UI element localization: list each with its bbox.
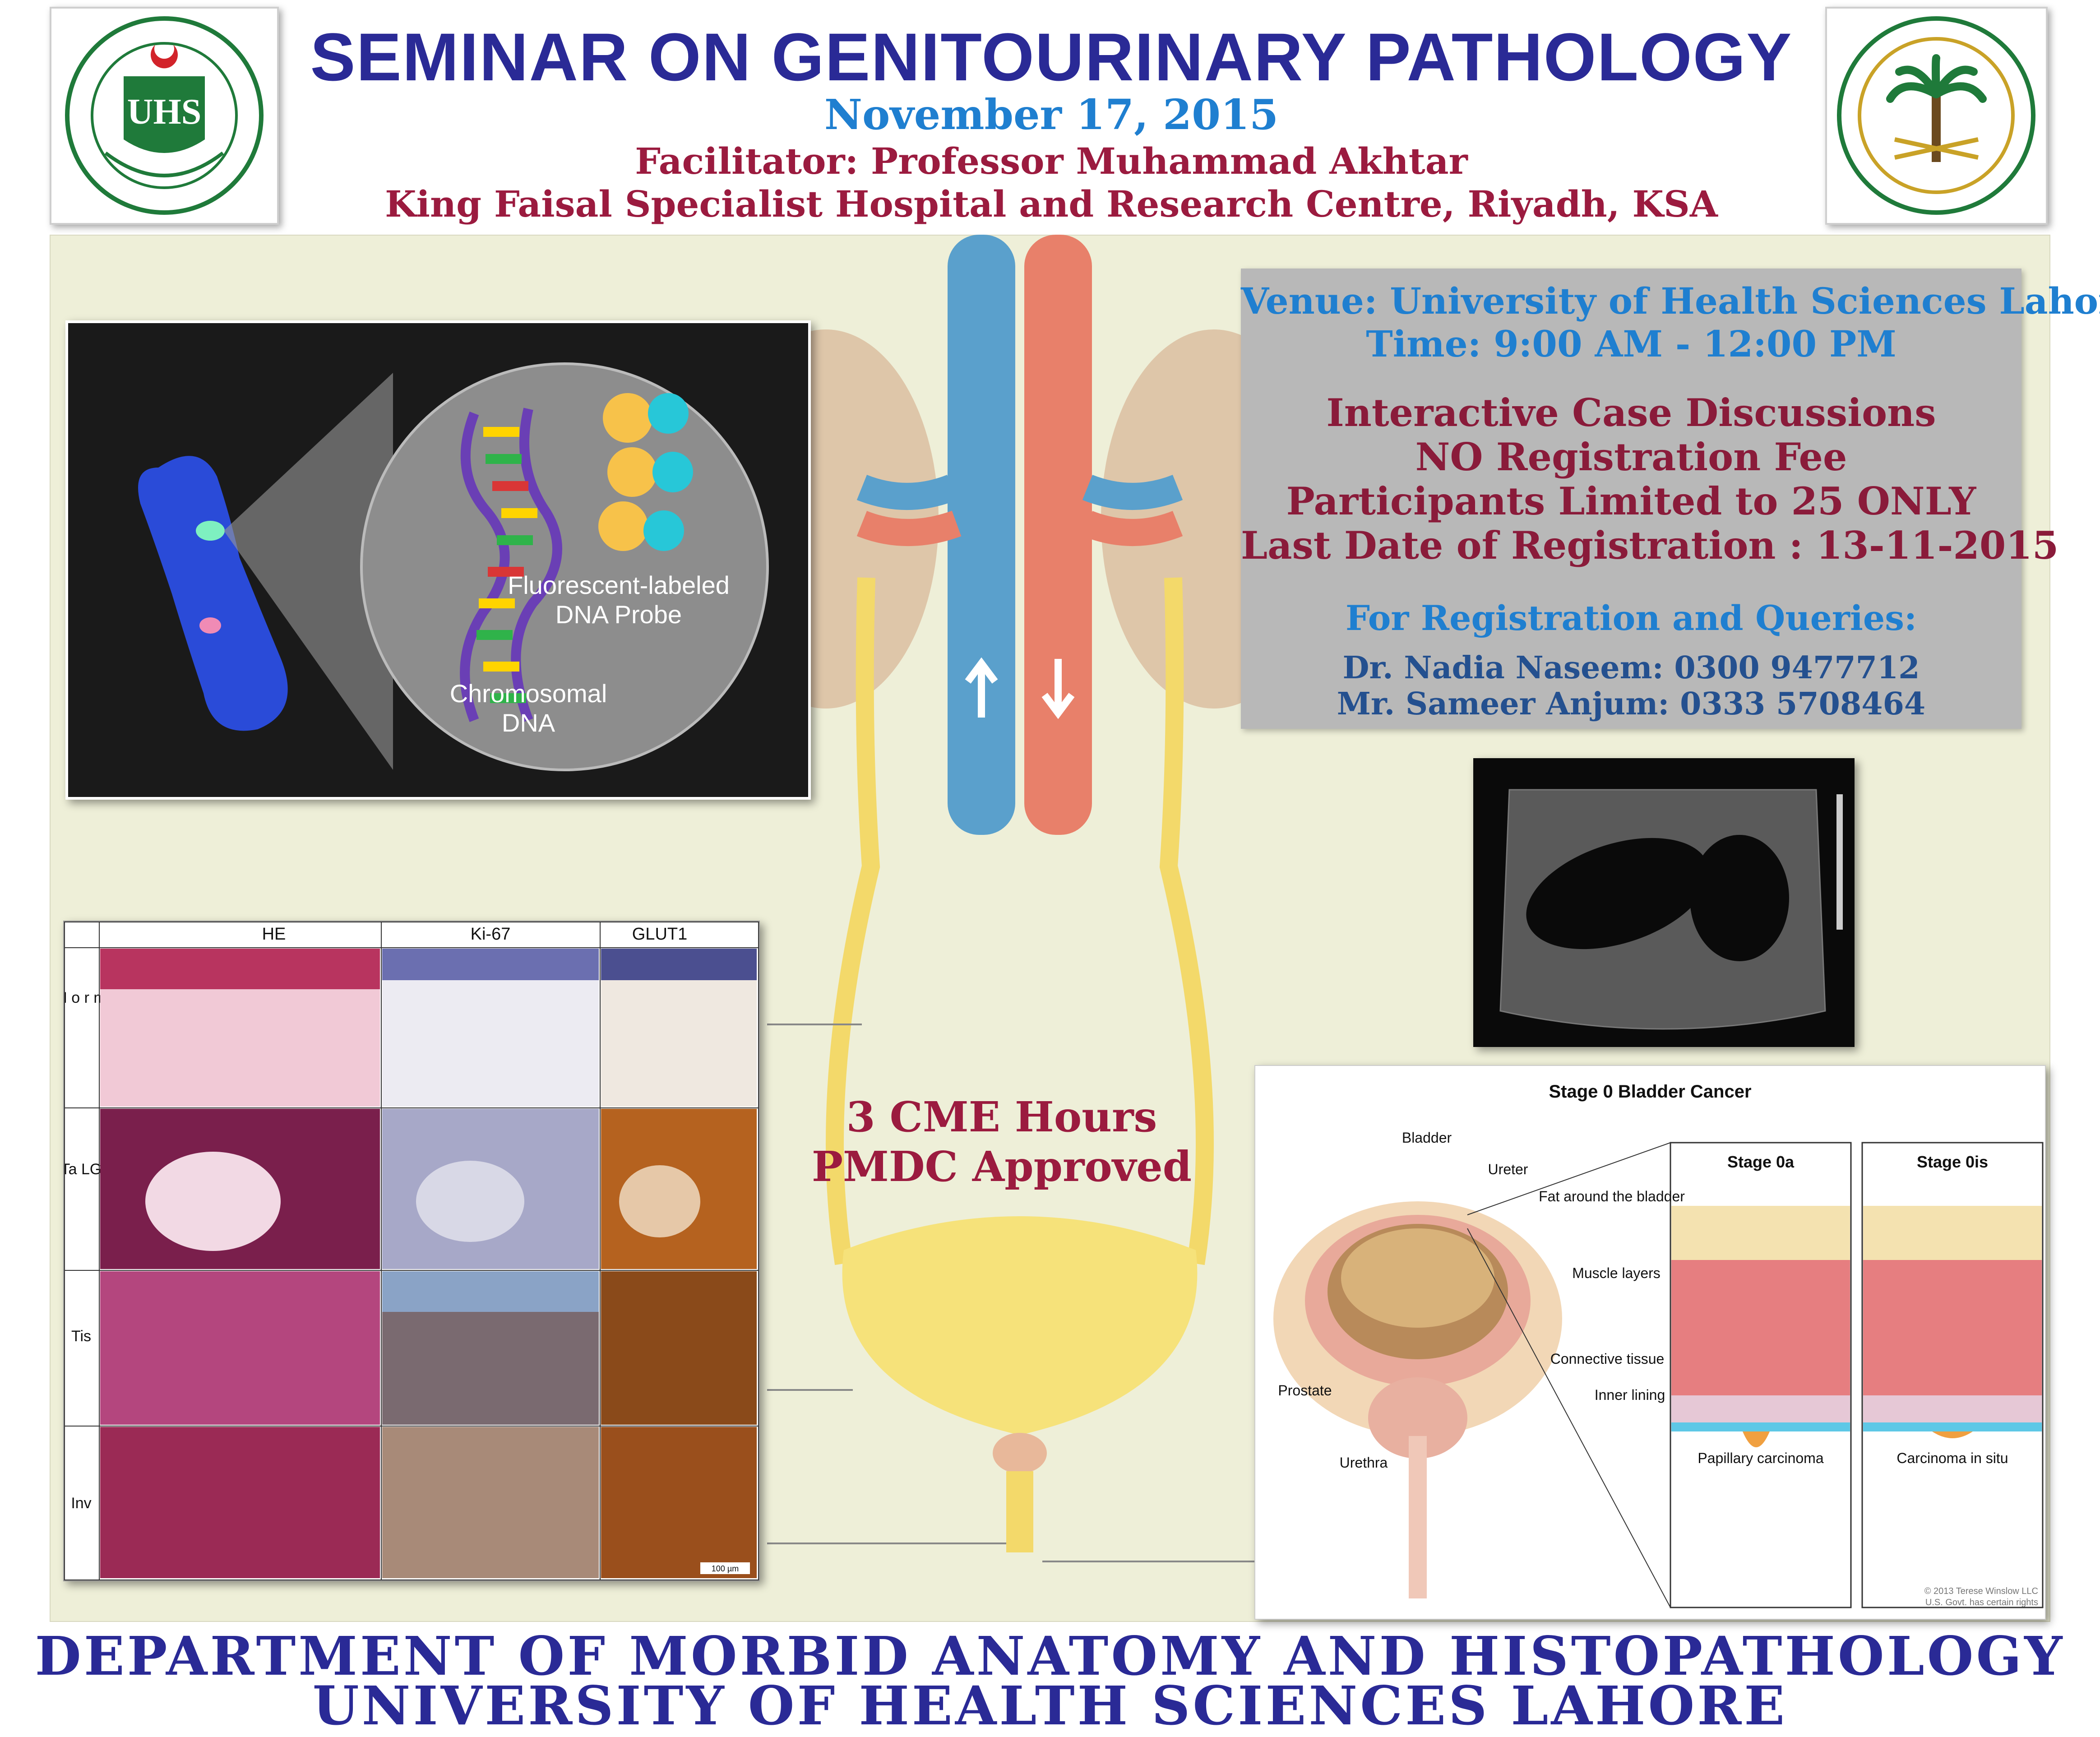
- svg-text:DNA: DNA: [502, 709, 555, 737]
- contact-sameer: Mr. Sameer Anjum: 0333 5708464: [1337, 686, 1926, 722]
- cme-badge: 3 CME Hours PMDC Approved: [776, 1092, 1227, 1191]
- svg-text:Inv: Inv: [71, 1495, 91, 1512]
- svg-text:Ureter: Ureter: [1488, 1161, 1528, 1177]
- uhs-emblem-icon: UHS: [65, 16, 264, 215]
- svg-text:Inner lining: Inner lining: [1595, 1387, 1665, 1403]
- green-probe-signal-icon: [196, 521, 225, 541]
- venue-text: Venue: University of Health Sciences Lah…: [1241, 280, 2100, 322]
- venue-info-box: Venue: University of Health Sciences Lah…: [1241, 269, 2100, 729]
- cme-hours: 3 CME Hours: [846, 1093, 1157, 1141]
- svg-text:Bladder: Bladder: [1402, 1130, 1452, 1146]
- red-probe-signal-icon: [199, 617, 221, 634]
- time-text: Time: 9:00 AM - 12:00 PM: [1366, 323, 1896, 365]
- svg-text:Muscle layers: Muscle layers: [1572, 1265, 1661, 1281]
- svg-text:N o r m: N o r m: [64, 989, 106, 1006]
- info-line-4: Last Date of Registration : 13-11-2015: [1241, 523, 2059, 568]
- svg-text:HE: HE: [262, 925, 286, 944]
- histology-grid: HE Ki-67 GLUT1 N o r m Ta LG Tis Inv: [56, 921, 760, 1581]
- svg-text:Urethra: Urethra: [1340, 1454, 1388, 1471]
- svg-text:Stage 0 Bladder Cancer: Stage 0 Bladder Cancer: [1549, 1082, 1751, 1102]
- svg-text:Carcinoma in situ: Carcinoma in situ: [1896, 1450, 2008, 1466]
- svg-text:U.S. Govt. has certain rights: U.S. Govt. has certain rights: [1925, 1598, 2038, 1607]
- svg-text:Prostate: Prostate: [1278, 1382, 1332, 1399]
- seminar-date: November 17, 2015: [824, 90, 1279, 139]
- info-line-1: Interactive Case Discussions: [1326, 390, 1936, 435]
- svg-text:Papillary carcinoma: Papillary carcinoma: [1698, 1450, 1823, 1466]
- contact-nadia: Dr. Nadia Naseem: 0300 9477712: [1342, 650, 1920, 686]
- svg-text:Stage 0a: Stage 0a: [1727, 1153, 1795, 1171]
- svg-text:UHS: UHS: [127, 92, 202, 132]
- svg-text:Stage 0is: Stage 0is: [1917, 1153, 1988, 1171]
- palm-tree-emblem-icon: [1837, 16, 2035, 215]
- registration-heading: For Registration and Queries:: [1345, 598, 1917, 638]
- kfsh-logo: [1825, 7, 2048, 225]
- pmdc-approved: PMDC Approved: [811, 1142, 1192, 1191]
- svg-text:Fluorescent-labeled: Fluorescent-labeled: [508, 571, 730, 599]
- svg-text:© 2013 Terese Winslow LLC: © 2013 Terese Winslow LLC: [1924, 1586, 2038, 1596]
- svg-text:Ta LG: Ta LG: [64, 1161, 102, 1178]
- svg-text:Connective tissue: Connective tissue: [1550, 1351, 1665, 1367]
- uhs-logo: UHS: [50, 7, 279, 225]
- footer-university: UNIVERSITY OF HEALTH SCIENCES LAHORE: [312, 1674, 1788, 1737]
- svg-text:DNA Probe: DNA Probe: [555, 600, 682, 629]
- fish-probe-image: Fluorescent-labeled DNA Probe Chromosoma…: [65, 320, 811, 800]
- svg-text:Chromosomal: Chromosomal: [450, 679, 607, 708]
- footer-department: DEPARTMENT OF MORBID ANATOMY AND HISTOPA…: [35, 1625, 2065, 1687]
- info-line-3: Participants Limited to 25 ONLY: [1286, 479, 1976, 523]
- svg-text:GLUT1: GLUT1: [632, 925, 687, 944]
- svg-text:Fat around the bladder: Fat around the bladder: [1539, 1188, 1685, 1204]
- svg-text:Tis: Tis: [71, 1328, 91, 1345]
- facilitator: Facilitator: Professor Muhammad Akhtar: [635, 140, 1468, 182]
- svg-text:Ki-67: Ki-67: [471, 925, 511, 944]
- svg-text:100 µm: 100 µm: [712, 1564, 739, 1573]
- info-line-2: NO Registration Fee: [1415, 435, 1847, 479]
- bladder-cancer-stage-diagram: Stage 0 Bladder Cancer Stage 0a Stage 0i…: [1254, 1065, 2046, 1620]
- seminar-title: SEMINAR ON GENITOURINARY PATHOLOGY: [310, 19, 1793, 95]
- facilitator-hospital: King Faisal Specialist Hospital and Rese…: [385, 183, 1718, 225]
- ultrasound-image: [1473, 758, 1855, 1047]
